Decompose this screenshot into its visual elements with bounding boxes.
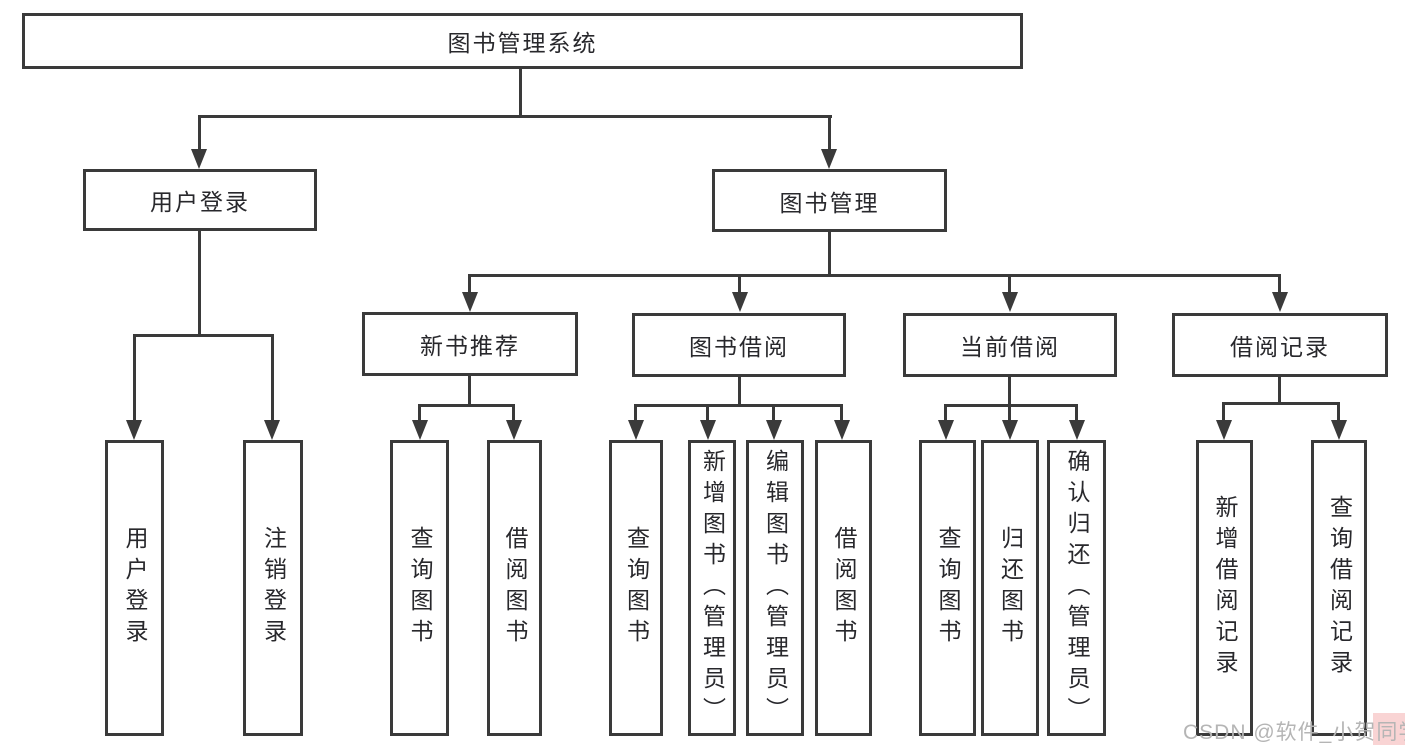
connector-arrowhead — [412, 420, 428, 440]
connector-arrowhead — [1002, 420, 1018, 440]
node-label: 注销登录 — [260, 526, 287, 650]
connector-line — [1337, 402, 1340, 422]
connector-arrowhead — [700, 420, 716, 440]
leaf-confirm-return-admin: 确认归还（管理员） — [1047, 440, 1106, 736]
connector-line — [944, 404, 1078, 407]
watermark-accent — [1373, 713, 1405, 745]
connector-arrowhead — [126, 420, 142, 440]
node-label: 图书管理 — [779, 189, 880, 216]
connector-line — [418, 404, 421, 422]
connector-line — [634, 404, 637, 422]
leaf-query-books-recommend: 查询图书 — [390, 440, 449, 736]
node-label: 新书推荐 — [420, 333, 520, 359]
node-book-borrowing: 图书借阅 — [632, 313, 846, 377]
connector-arrowhead — [938, 420, 954, 440]
node-label: 新增图书（管理员） — [699, 448, 726, 728]
connector-line — [1278, 377, 1281, 405]
node-label: 归还图书 — [997, 526, 1024, 650]
connector-arrowhead — [1272, 292, 1288, 312]
connector-line — [944, 404, 947, 422]
connector-arrowhead — [834, 420, 850, 440]
connector-line — [468, 274, 1281, 277]
node-label: 查询图书 — [935, 526, 961, 650]
leaf-edit-book-admin: 编辑图书（管理员） — [746, 440, 804, 736]
node-new-book-recommendation: 新书推荐 — [362, 312, 578, 376]
watermark: CSDN @软件_小贺同学 — [1183, 721, 1405, 744]
leaf-add-borrow-record: 新增借阅记录 — [1196, 440, 1253, 736]
leaf-logout: 注销登录 — [243, 440, 303, 736]
connector-line — [1222, 402, 1340, 405]
connector-line — [1075, 404, 1078, 422]
connector-arrowhead — [821, 149, 837, 169]
connector-line — [828, 115, 831, 151]
leaf-query-borrow-record: 查询借阅记录 — [1311, 440, 1367, 736]
connector-arrowhead — [462, 292, 478, 312]
connector-arrowhead — [766, 420, 782, 440]
node-label: 查询图书 — [623, 526, 650, 650]
node-label: 确认归还（管理员） — [1064, 448, 1090, 728]
connector-line — [133, 334, 274, 337]
connector-line — [198, 115, 201, 151]
node-label: 新增借阅记录 — [1212, 495, 1238, 681]
leaf-add-book-admin: 新增图书（管理员） — [688, 440, 736, 736]
connector-line — [738, 377, 741, 407]
connector-line — [840, 404, 843, 422]
node-label: 用户登录 — [122, 526, 148, 650]
connector-line — [512, 404, 515, 422]
connector-line — [634, 404, 843, 407]
connector-line — [738, 274, 741, 295]
node-label: 借阅图书 — [502, 526, 528, 650]
connector-line — [198, 231, 201, 337]
leaf-borrow-books-recommend: 借阅图书 — [487, 440, 542, 736]
connector-line — [772, 404, 775, 422]
connector-line — [1222, 402, 1225, 422]
connector-arrowhead — [506, 420, 522, 440]
leaf-query-books-current: 查询图书 — [919, 440, 976, 736]
node-label: 查询借阅记录 — [1326, 495, 1353, 681]
node-label: 用户登录 — [150, 189, 250, 215]
connector-line — [468, 376, 471, 407]
node-user-login: 用户登录 — [83, 169, 317, 231]
connector-line — [1008, 274, 1011, 295]
leaf-borrow-books-borrowing: 借阅图书 — [815, 440, 872, 736]
connector-arrowhead — [191, 149, 207, 169]
connector-arrowhead — [1216, 420, 1232, 440]
node-book-management: 图书管理 — [712, 169, 947, 232]
connector-arrowhead — [264, 420, 280, 440]
connector-line — [271, 334, 274, 422]
connector-line — [519, 69, 522, 118]
node-label: 查询图书 — [407, 526, 433, 650]
connector-arrowhead — [628, 420, 644, 440]
connector-arrowhead — [1331, 420, 1347, 440]
connector-line — [706, 404, 709, 422]
node-label: 借阅记录 — [1230, 334, 1330, 360]
connector-arrowhead — [1002, 292, 1018, 312]
connector-line — [828, 232, 831, 277]
node-current-borrowing: 当前借阅 — [903, 313, 1117, 377]
connector-line — [1008, 377, 1011, 407]
connector-line — [418, 404, 515, 407]
connector-line — [198, 115, 832, 118]
node-label: 图书管理系统 — [447, 30, 598, 56]
connector-arrowhead — [1069, 420, 1085, 440]
node-label: 图书借阅 — [689, 334, 789, 360]
leaf-query-books-borrowing: 查询图书 — [609, 440, 663, 736]
node-label: 编辑图书（管理员） — [762, 448, 789, 728]
leaf-user-login: 用户登录 — [105, 440, 164, 736]
connector-line — [468, 274, 471, 295]
node-label: 借阅图书 — [831, 526, 857, 650]
connector-arrowhead — [732, 292, 748, 312]
node-borrowing-records: 借阅记录 — [1172, 313, 1388, 377]
connector-line — [1278, 274, 1281, 295]
connector-line — [1008, 404, 1011, 422]
node-library-system: 图书管理系统 — [22, 13, 1023, 69]
connector-line — [133, 334, 136, 422]
leaf-return-books: 归还图书 — [981, 440, 1039, 736]
node-label: 当前借阅 — [960, 334, 1060, 360]
